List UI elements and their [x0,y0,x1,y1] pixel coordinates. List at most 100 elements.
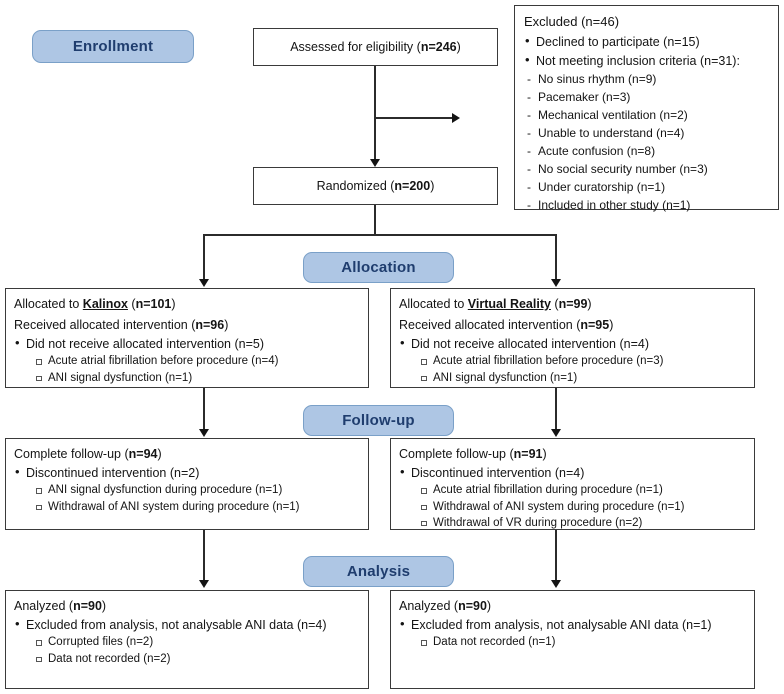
connector-split-left [203,234,205,281]
connector-randomized-down [374,205,376,235]
allocation-left-received-tail: ) [224,318,229,333]
allocation-right-received: Received allocated intervention (n=95) [399,316,746,334]
stage-label-enrollment: Enrollment [32,30,194,63]
followup-right-bullet: Discontinued intervention (n=4) [399,463,746,482]
followup-right-title: Complete follow-up (n=91) [399,445,746,463]
analysis-right-title-prefix: Analyzed ( [399,599,459,613]
connector-allocation-to-followup-left [203,388,205,431]
excluded-reason: Unable to understand (n=4) [524,124,769,142]
followup-right-title-prefix: Complete follow-up ( [399,447,514,461]
followup-left-title: Complete follow-up (n=94) [14,445,360,463]
excluded-reason: Included in other study (n=1) [524,196,769,214]
stage-label-allocation-text: Allocation [341,259,416,276]
connector-allocation-to-followup-right [555,388,557,431]
allocation-right-received-count: n=95 [580,318,610,333]
followup-right-subitem: Acute atrial fibrillation during procedu… [399,482,746,498]
allocation-right-bullet: Did not receive allocated intervention (… [399,334,746,353]
analysis-left-subitem: Corrupted files (n=2) [14,634,360,650]
allocation-left-received: Received allocated intervention (n=96) [14,316,360,334]
analysis-right-bullet: Excluded from analysis, not analysable A… [399,615,746,634]
box-allocation-virtual-reality: Allocated to Virtual Reality (n=99) Rece… [390,288,755,388]
arrowhead-analysis-right [551,580,561,588]
followup-right-subitem: Withdrawal of VR during procedure (n=2) [399,515,746,531]
assessed-tail: ) [456,39,461,54]
arrowhead-to-randomized [370,159,380,167]
analysis-right-count: n=90 [458,599,487,613]
stage-label-followup: Follow-up [303,405,454,436]
box-analysis-kalinox: Analyzed (n=90) Excluded from analysis, … [5,590,369,689]
allocation-left-count: n=101 [135,297,172,311]
box-followup-kalinox: Complete follow-up (n=94) Discontinued i… [5,438,369,530]
stage-label-enrollment-text: Enrollment [72,38,154,55]
assessed-text: Assessed for eligibility (n=246) [290,38,461,56]
stage-label-allocation: Allocation [303,252,454,283]
arrowhead-to-excluded [452,113,460,123]
allocation-right-title-tail: ) [587,297,592,311]
box-assessed-for-eligibility: Assessed for eligibility (n=246) [253,28,498,66]
followup-left-title-tail: ) [157,447,162,461]
connector-to-excluded [374,117,454,119]
allocation-left-received-prefix: Received allocated intervention ( [14,318,196,333]
randomized-label: Randomized ( [316,178,395,193]
excluded-reason: Pacemaker (n=3) [524,88,769,106]
connector-split-right [555,234,557,281]
box-excluded: Excluded (n=46) Declined to participate … [514,5,779,214]
connector-assessed-to-randomized [374,66,376,161]
box-followup-virtual-reality: Complete follow-up (n=91) Discontinued i… [390,438,755,530]
stage-label-followup-text: Follow-up [342,412,415,429]
allocation-right-title-suffix: ( [550,297,559,311]
arrowhead-allocation-left [199,279,209,287]
analysis-left-bullet: Excluded from analysis, not analysable A… [14,615,360,634]
stage-label-analysis-text: Analysis [346,563,411,580]
allocation-right-count: n=99 [558,297,588,311]
allocation-right-received-prefix: Received allocated intervention ( [399,318,581,333]
followup-left-count: n=94 [128,447,158,461]
stage-label-analysis: Analysis [303,556,454,587]
randomized-count: n=200 [394,178,431,193]
connector-followup-to-analysis-left [203,530,205,582]
analysis-right-subitem: Data not recorded (n=1) [399,634,746,650]
excluded-bullet: Declined to participate (n=15) [524,32,769,51]
allocation-right-title-prefix: Allocated to [399,297,468,311]
followup-left-subitem: ANI signal dysfunction during procedure … [14,482,360,498]
allocation-right-subitem: ANI signal dysfunction (n=1) [399,370,746,386]
analysis-left-count: n=90 [73,599,102,613]
followup-right-title-tail: ) [542,447,547,461]
analysis-left-title-prefix: Analyzed ( [14,599,74,613]
allocation-left-title: Allocated to Kalinox (n=101) [14,295,360,313]
allocation-left-bullet: Did not receive allocated intervention (… [14,334,360,353]
assessed-label: Assessed for eligibility ( [290,39,421,54]
arrowhead-analysis-left [199,580,209,588]
connector-followup-to-analysis-right [555,530,557,582]
excluded-heading: Excluded (n=46) [524,14,620,29]
analysis-left-title: Analyzed (n=90) [14,597,360,615]
analysis-right-title-tail: ) [486,599,492,613]
followup-right-subitem: Withdrawal of ANI system during procedur… [399,499,746,515]
assessed-count: n=246 [420,39,457,54]
allocation-left-received-count: n=96 [195,318,225,333]
allocation-right-received-tail: ) [609,318,614,333]
allocation-left-subitem: ANI signal dysfunction (n=1) [14,370,360,386]
box-allocation-kalinox: Allocated to Kalinox (n=101) Received al… [5,288,369,388]
excluded-reason: No sinus rhythm (n=9) [524,70,769,88]
arrowhead-followup-left [199,429,209,437]
allocation-right-arm: Virtual Reality [467,297,551,311]
box-randomized: Randomized (n=200) [253,167,498,205]
followup-left-title-prefix: Complete follow-up ( [14,447,129,461]
excluded-reason: No social security number (n=3) [524,160,769,178]
allocation-right-subitem: Acute atrial fibrillation before procedu… [399,353,746,369]
followup-right-count: n=91 [513,447,543,461]
arrowhead-followup-right [551,429,561,437]
arrowhead-allocation-right [551,279,561,287]
allocation-left-title-suffix: ( [127,297,136,311]
analysis-left-subitem: Data not recorded (n=2) [14,651,360,667]
randomized-tail: ) [430,178,435,193]
box-analysis-virtual-reality: Analyzed (n=90) Excluded from analysis, … [390,590,755,689]
excluded-reason: Mechanical ventilation (n=2) [524,106,769,124]
followup-left-subitem: Withdrawal of ANI system during procedur… [14,499,360,515]
followup-left-bullet: Discontinued intervention (n=2) [14,463,360,482]
randomized-text: Randomized (n=200) [317,177,435,195]
excluded-reason: Acute confusion (n=8) [524,142,769,160]
excluded-bullet: Not meeting inclusion criteria (n=31): [524,51,769,70]
